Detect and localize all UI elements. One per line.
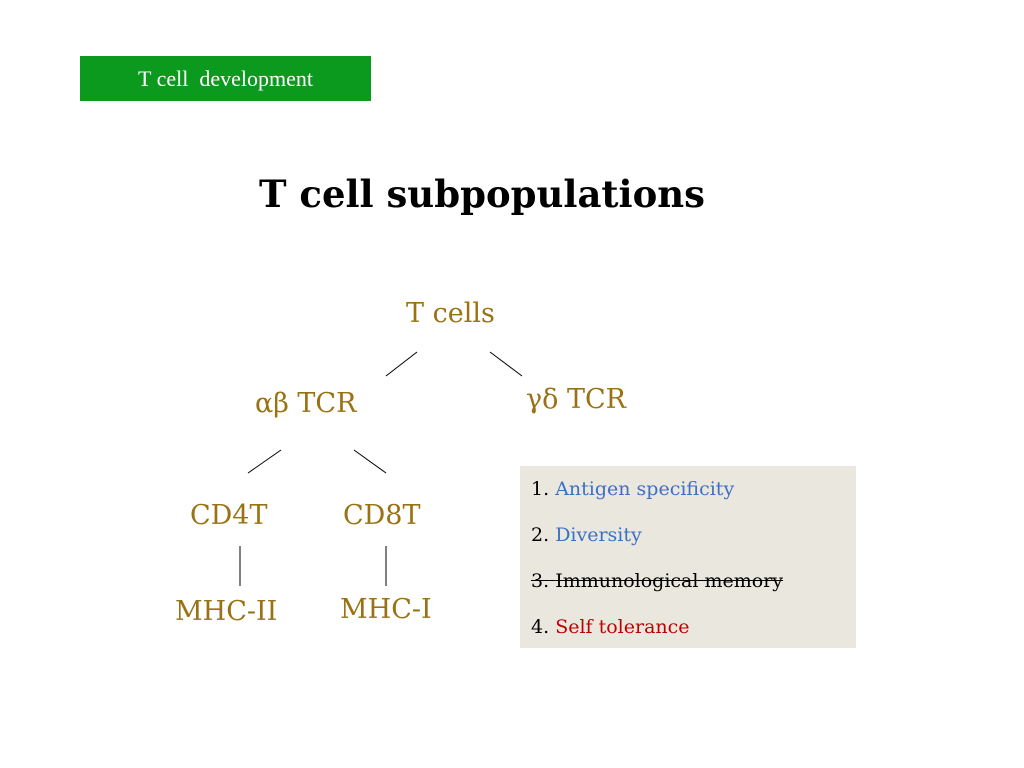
property-label: Diversity	[555, 524, 642, 546]
property-number: 2.	[531, 524, 550, 546]
property-item: 4. Self tolerance	[531, 612, 856, 658]
node-alpha-beta-tcr: αβ TCR	[255, 388, 357, 419]
property-number: 3.	[531, 570, 550, 592]
node-mhc-ii: MHC-II	[175, 596, 278, 627]
section-tag: T cell development	[80, 56, 371, 101]
connector-root-to-alpha-beta	[385, 351, 418, 377]
property-number: 4.	[531, 616, 550, 638]
property-number: 1.	[531, 478, 550, 500]
connector-alpha-beta-to-cd4	[247, 449, 282, 474]
tcr-properties-box: 1. Antigen specificity 2. Diversity 3. I…	[520, 466, 856, 648]
node-gamma-delta-tcr: γδ TCR	[526, 384, 626, 415]
node-t-cells: T cells	[406, 298, 495, 329]
property-item: 1. Antigen specificity	[531, 474, 856, 520]
connector-alpha-beta-to-cd8	[353, 449, 387, 474]
node-cd8t: CD8T	[343, 500, 421, 531]
slide-title: T cell subpopulations	[259, 172, 705, 216]
connector-root-to-gamma-delta	[489, 351, 523, 377]
node-mhc-i: MHC-I	[340, 594, 432, 625]
property-label: Immunological memory	[555, 570, 784, 592]
property-item: 2. Diversity	[531, 520, 856, 566]
property-label: Antigen specificity	[555, 478, 735, 500]
property-label: Self tolerance	[555, 616, 690, 638]
property-item-struck: 3. Immunological memory	[531, 566, 856, 612]
node-cd4t: CD4T	[190, 500, 268, 531]
